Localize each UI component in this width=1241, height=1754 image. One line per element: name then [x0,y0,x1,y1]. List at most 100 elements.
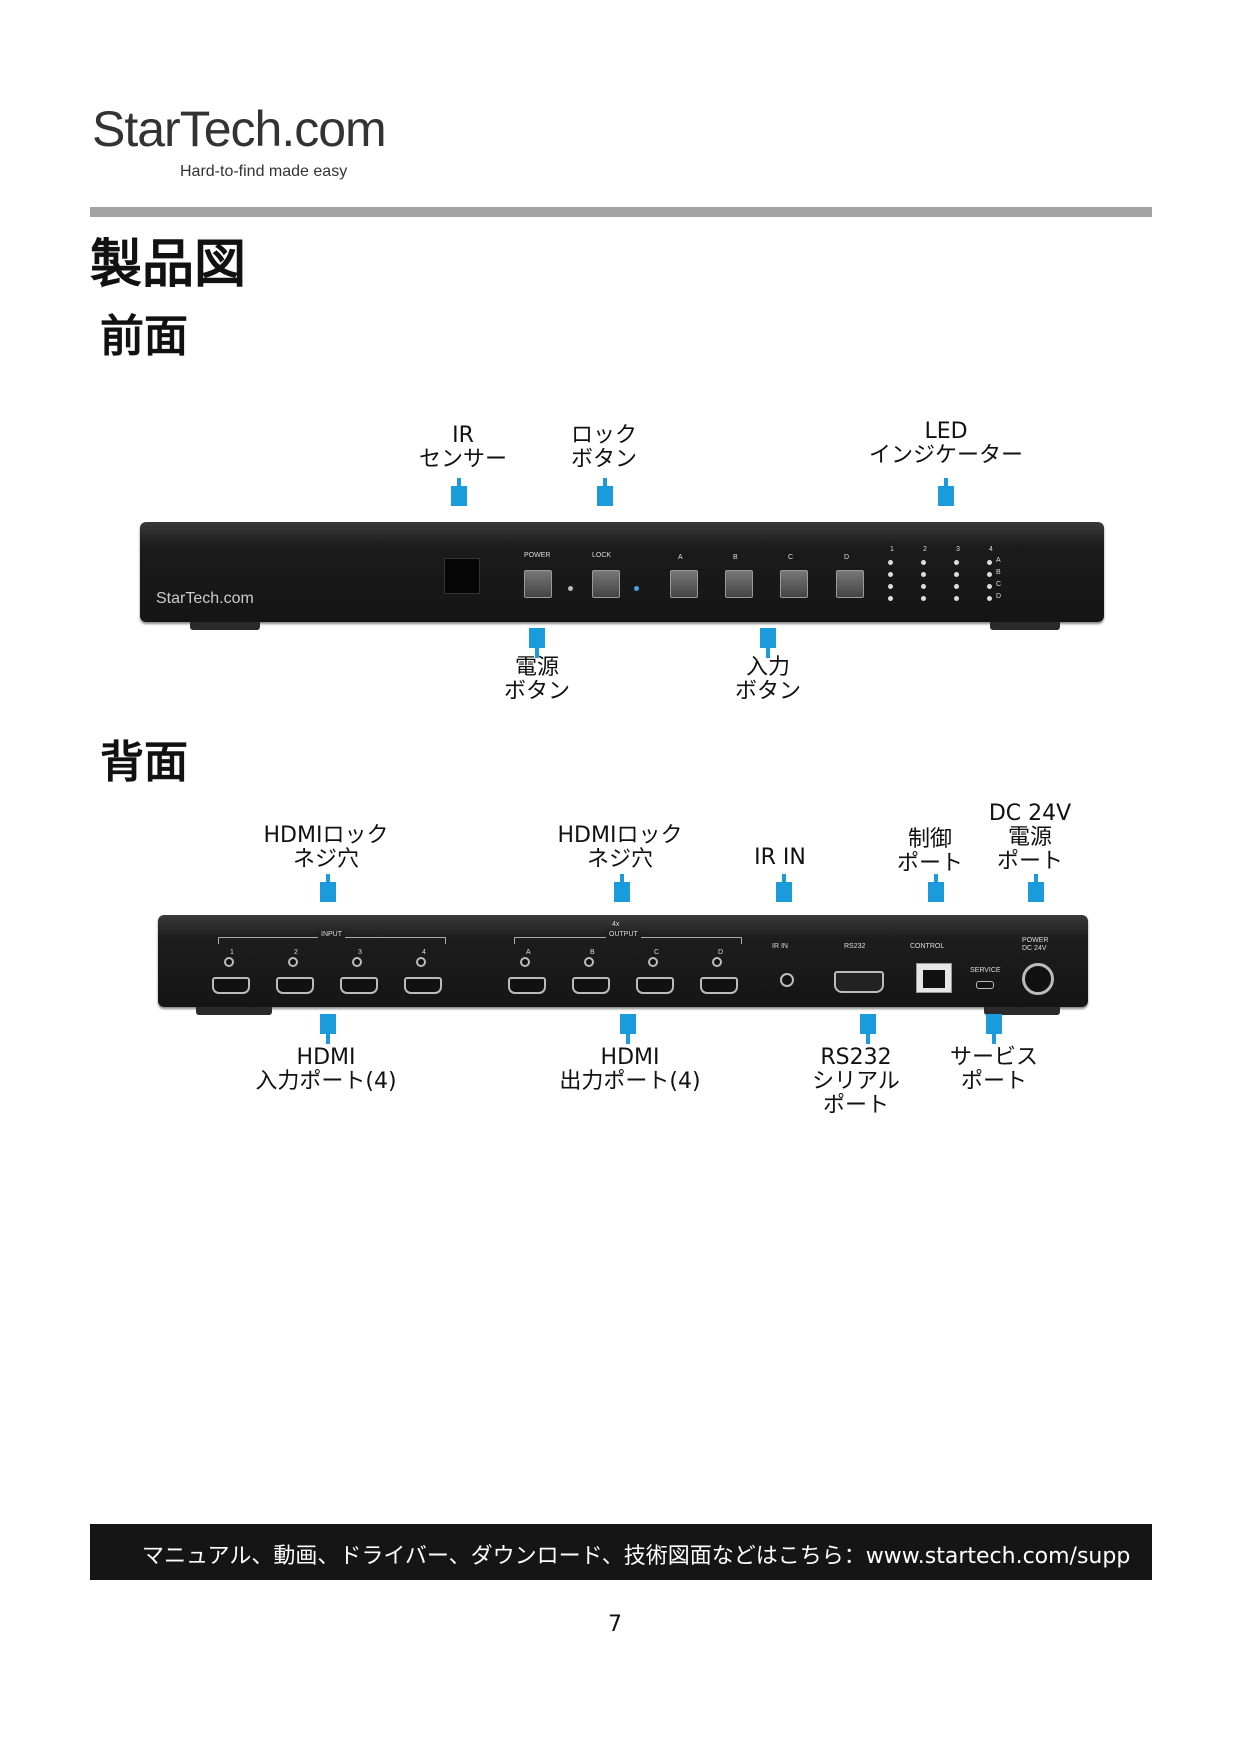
front-foot-right [990,622,1060,630]
out-c-label: C [654,949,660,956]
callout-ir-sensor: IR センサー [418,423,508,472]
output-count-label: 4x [612,921,620,928]
marker-stem [1034,874,1038,884]
hdmi-input-port-4[interactable] [404,977,442,994]
out-d-label: D [718,949,724,956]
led [987,560,992,565]
marker-ir-sensor [451,486,467,506]
hdmi-input-port-2[interactable] [276,977,314,994]
marker-ir-in [776,882,792,902]
lock-label: LOCK [592,552,612,559]
callout-lock-button: ロック ボタン [570,423,638,472]
led [987,572,992,577]
marker-stem [782,874,786,884]
hdmi-output-port-a[interactable] [508,977,546,994]
hdmi-input-port-3[interactable] [340,977,378,994]
marker-stem [866,1034,870,1044]
ir-in-jack[interactable] [780,973,794,987]
input-c-button[interactable] [780,570,808,598]
led-row-c-label: C [996,581,1002,588]
dc-power-port[interactable] [1022,963,1054,995]
lock-button[interactable] [592,570,620,598]
marker-stem [992,1034,996,1044]
ir-sensor-window [444,558,480,594]
led [987,584,992,589]
callout-dc-power-port: DC 24V 電源 ポート [988,801,1072,874]
led-row-a-label: A [996,557,1001,564]
marker-hdmi-output [620,1014,636,1034]
marker-stem [934,874,938,884]
marker-stem [620,874,624,884]
hdmi-output-port-c[interactable] [636,977,674,994]
input-a-button[interactable] [670,570,698,598]
device-logo: StarTech.com [156,590,254,607]
marker-stem [766,648,770,658]
led [888,560,893,565]
input-bracket [218,937,446,944]
input-b-label: B [733,554,738,561]
led [921,584,926,589]
callout-hdmi-lock-1: HDMIロック ネジ穴 [263,823,389,872]
callout-led-indicator: LED インジケーター [868,419,1024,468]
led [888,572,893,577]
power-led [568,586,573,591]
ir-in-label: IR IN [772,943,788,950]
marker-hdmi-lock-1 [320,882,336,902]
out-b-label: B [590,949,595,956]
hdmi-output-port-d[interactable] [700,977,738,994]
input-b-button[interactable] [725,570,753,598]
led [921,596,926,601]
callout-power-button: 電源 ボタン [503,655,571,704]
hdmi-lock-screw-hole [416,957,426,967]
in-4-label: 4 [422,949,426,956]
marker-stem [457,478,461,488]
led [954,572,959,577]
rear-foot-right [984,1007,1060,1015]
input-c-label: C [788,554,794,561]
marker-power-button [529,628,545,648]
callout-hdmi-output: HDMI 出力ポート(4) [559,1045,701,1094]
led-col-1-label: 1 [890,546,894,553]
callout-service-port: サービス ポート [949,1045,1039,1094]
control-ethernet-port[interactable] [916,963,952,993]
marker-dc-power-port [1028,882,1044,902]
hdmi-lock-screw-hole [224,957,234,967]
service-port[interactable] [976,981,994,989]
marker-stem [626,1034,630,1044]
out-a-label: A [526,949,531,956]
marker-stem [326,1034,330,1044]
input-d-label: D [844,554,850,561]
rs232-label: RS232 [844,943,866,950]
input-label: INPUT [318,931,345,938]
led-col-4-label: 4 [989,546,993,553]
led [888,584,893,589]
footer-bar: マニュアル、動画、ドライバー、ダウンロード、技術図面などはこちら：www.sta… [90,1524,1152,1580]
marker-stem [326,874,330,884]
marker-input-button [760,628,776,648]
startech-logo: StarTech.com [92,101,387,157]
hdmi-input-port-1[interactable] [212,977,250,994]
power-label: POWER [524,552,551,559]
led-row-b-label: B [996,569,1001,576]
hdmi-output-port-b[interactable] [572,977,610,994]
logo-tagline: Hard-to-find made easy [180,163,348,180]
led [888,596,893,601]
input-d-button[interactable] [836,570,864,598]
output-bracket [514,937,742,944]
led-col-2-label: 2 [923,546,927,553]
marker-stem [944,478,948,488]
rear-panel: INPUT 1 2 3 4 4x OUTPUT A B C D IR IN RS… [158,915,1088,1007]
led-row-d-label: D [996,593,1002,600]
rs232-port[interactable] [834,971,884,993]
service-label: SERVICE [970,967,1001,974]
power-dc-label: POWER DC 24V [1022,937,1049,952]
hdmi-lock-screw-hole [288,957,298,967]
marker-hdmi-lock-2 [614,882,630,902]
input-a-label: A [678,554,683,561]
marker-stem [603,478,607,488]
callout-ir-in: IR IN [754,845,806,870]
marker-service-port [986,1014,1002,1034]
power-button[interactable] [524,570,552,598]
hdmi-lock-screw-hole [520,957,530,967]
led [954,596,959,601]
